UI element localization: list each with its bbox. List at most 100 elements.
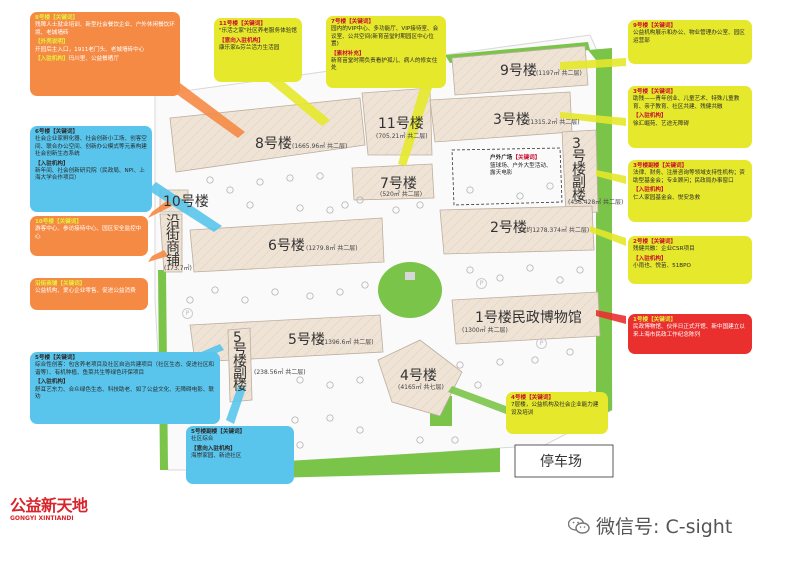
tree-icon — [271, 288, 279, 296]
arrow-7 — [398, 88, 432, 166]
callout-3-sec2: 徐汇崛苑、艺途无障碍 — [633, 120, 689, 127]
logo-main-text: 公益新天地 — [10, 496, 88, 515]
callout-building-11: 11号楼【关键词】"乐活之家"社区养老服务体验馆 【意向入驻机构】康乐家&芬兰活… — [214, 18, 302, 82]
callout-building-2: 2号楼【关键词】残健共融：企业CSR项目 【入驻机构】小雨也、悦苗、51BPO — [628, 236, 752, 284]
tree-icon — [296, 441, 304, 449]
trees — [186, 172, 594, 449]
callout-building-9: 9号楼【关键词】公益机构展示和办公、物业管理办公室、园区运营部 — [628, 20, 752, 64]
outdoor-plaza-title: 户外广场 — [490, 155, 513, 161]
tree-icon — [256, 178, 264, 186]
area-building-5-annex: (238.56㎡ 共二层) — [254, 368, 306, 376]
wechat-watermark: 微信号: C-sight — [568, 512, 732, 539]
arrow-6 — [148, 182, 222, 232]
callout-5a-head: 5号楼副楼【关键词】 — [191, 429, 246, 435]
tree-icon — [206, 176, 214, 184]
arrow-4 — [448, 386, 506, 414]
callout-2-sec2-head: 【入驻机构】 — [633, 255, 667, 262]
arrow-shop — [148, 250, 168, 262]
outdoor-plaza-area — [451, 147, 563, 206]
tree-icon — [531, 356, 539, 364]
vshop-text: 沿街商铺 — [166, 214, 180, 269]
callout-building-5-annex: 5号楼副楼【关键词】社区综合 【意向入驻机构】海崇家园、新途社区 — [186, 426, 294, 484]
parking-marker: P — [476, 278, 487, 289]
logo: 公益新天地 GONGYI XINTIANDI — [10, 492, 88, 522]
callout-shop-keywords: 公益机构、爱心企业零售、促进公益消费 — [35, 288, 136, 295]
tree-icon — [226, 186, 234, 194]
callout-building-4: 4号楼【关键词】7层楼，公益机构及社会企业能力建设及培训 — [506, 392, 608, 434]
area-building-3-annex: (436.428㎡ 共二层) — [568, 198, 623, 206]
callout-5-sec2: 舒耳艺东力、合众绿色生态、科技助老、如了公益文化、无障碍电影、联劝 — [35, 386, 215, 400]
label-building-2: 2号楼 — [490, 220, 527, 236]
tree-icon — [516, 192, 524, 200]
callout-8-keywords: 残障人士就业培训、新型社会餐饮企业、户外休闲餐饮环境、老城墙砖 — [35, 22, 175, 36]
tree-icon — [336, 288, 344, 296]
building-9 — [451, 45, 589, 96]
area-building-7: (520㎡ 共二层) — [380, 190, 422, 198]
building-2 — [439, 205, 595, 255]
wechat-icon — [568, 516, 590, 534]
tree-icon — [296, 376, 304, 384]
tree-icon — [556, 276, 564, 284]
tree-icon — [576, 266, 584, 274]
label-parking: 停车场 — [540, 453, 582, 470]
label-building-9: 9号楼 — [500, 63, 537, 79]
tree-icon — [241, 296, 249, 304]
arrow-5a — [226, 386, 246, 424]
callout-8-sec2-head: 【外壳说明】 — [35, 39, 69, 46]
callout-11-sec2-head: 【意向入驻机构】 — [219, 37, 264, 44]
label-building-8: 8号楼 — [255, 136, 292, 152]
label-building-4: 4号楼 — [400, 368, 437, 384]
arrow-3a — [596, 170, 626, 184]
callout-1-keywords: 民政博物馆、伙伴日正式开馆、新中国建立以来上海市民政工作纪念陈列 — [633, 324, 745, 338]
callout-shop-head: 沿街商铺【关键词】 — [35, 281, 86, 287]
callout-3a-sec2-head: 【入驻机构】 — [633, 187, 667, 194]
outdoor-plaza-callout: 户外广场【关键词】 篮球场、户外大型活动、露天电影 — [490, 155, 554, 178]
tree-icon — [356, 426, 364, 434]
arrow-10 — [148, 200, 172, 218]
callout-5a-sec2-head: 【意向入驻机构】 — [191, 445, 236, 452]
arrow-1 — [596, 310, 626, 324]
logo-sub-text: GONGYI XINTIANDI — [10, 515, 74, 522]
green-belt-south — [270, 448, 500, 478]
tree-icon — [356, 376, 364, 384]
callout-building-3-annex: 3号楼副楼【关键词】法律、财务、注册咨询等领域支持性机构；资助型基金会；专业顾问… — [628, 160, 752, 222]
area-building-9: (1197㎡ 共二层) — [536, 69, 582, 77]
callout-6-head: 6号楼【关键词】 — [35, 129, 79, 135]
arrow-2 — [590, 226, 626, 246]
arrow-9 — [560, 58, 626, 70]
callout-5-head: 5号楼【关键词】 — [35, 355, 79, 361]
callout-1-head: 1号楼【关键词】 — [633, 317, 677, 323]
parking-marker: P — [536, 338, 547, 349]
tree-icon — [416, 201, 424, 209]
tree-icon — [451, 436, 459, 444]
tree-icon — [296, 204, 304, 212]
label-building-shop: 沿街商铺 — [166, 214, 180, 269]
callout-9-head: 9号楼【关键词】 — [633, 23, 677, 29]
tree-icon — [356, 196, 364, 204]
area-building-2: (约1278.374㎡ 共二层) — [524, 226, 589, 234]
building-1 — [451, 291, 601, 345]
callout-5-keywords: 综合性创客：包含养老项目及社区自治共建项目（社区生态、促进社区和谐等）、有机种植… — [35, 362, 215, 376]
building-6 — [189, 217, 385, 273]
tree-icon — [361, 281, 369, 289]
tree-icon — [341, 201, 349, 209]
area-building-5: (1396.6㎡ 共二层) — [322, 338, 374, 346]
tree-icon — [456, 361, 464, 369]
tree-icon — [246, 201, 254, 209]
callout-building-5: 5号楼【关键词】综合性创客：包含养老项目及社区自治共建项目（社区生态、促进社区和… — [30, 352, 220, 424]
label-building-3: 3号楼 — [493, 112, 530, 128]
callout-3a-keywords: 法律、财务、注册咨询等领域支持性机构；资助型基金会；专业顾问；民政局办事窗口 — [633, 170, 745, 184]
callout-9-keywords: 公益机构展示和办公、物业管理办公室、园区运营部 — [633, 30, 745, 44]
callout-building-1: 1号楼【关键词】民政博物馆、伙伴日正式开馆、新中国建立以来上海市民政工作纪念陈列 — [628, 314, 752, 354]
tree-icon — [306, 292, 314, 300]
label-building-6: 6号楼 — [268, 238, 305, 254]
tree-icon — [286, 174, 294, 182]
callout-building-7: 7号楼【关键词】园内的VIP中心、多功能厅、VIP接待室、会议室、公共空间(新育… — [326, 16, 446, 88]
callout-10-keywords: 游客中心、参访接待中心、园区安全监控中心 — [35, 226, 142, 240]
tree-icon — [546, 182, 554, 190]
callout-11-keywords: "乐活之家"社区养老服务体验馆 — [219, 28, 297, 35]
tree-icon — [474, 381, 482, 389]
arrow-11 — [264, 72, 330, 126]
